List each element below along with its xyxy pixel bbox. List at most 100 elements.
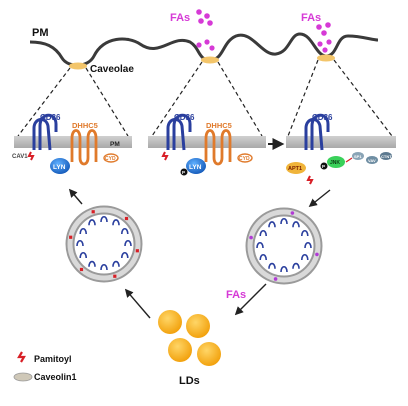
- vesicle-palmitoyl: [69, 235, 73, 239]
- vesicle-cd36: [292, 262, 300, 269]
- palmitoyl-mark-3: [306, 175, 314, 185]
- vesicle-cd36: [292, 221, 300, 228]
- cyd-label-1: CYD: [105, 156, 116, 162]
- jnk-kinase: [327, 156, 345, 168]
- vesicle-left-proteins: [69, 210, 139, 278]
- legend-palmitoyl-label: Pamitoyl: [34, 354, 72, 364]
- vesicle-cd36: [88, 260, 96, 267]
- vesicle-cd36: [88, 219, 96, 226]
- phospho-dot-3: [320, 162, 328, 170]
- vesicle-cd36: [76, 239, 84, 247]
- dhhc5-label-1: DHHC5: [72, 121, 98, 130]
- vesicle-cd36: [120, 227, 129, 235]
- panel-2: CD36 DHHC5 LYN P CYD: [148, 113, 266, 176]
- dhhc5-protein-2: [204, 129, 232, 166]
- vesicle-cd36: [268, 262, 276, 269]
- arrow-panel3-to-right-vesicle: [308, 189, 331, 208]
- caveolae-label: Caveolae: [90, 64, 134, 75]
- caveola-3: [317, 54, 335, 62]
- legend-caveolin-icon: [13, 372, 33, 382]
- vesicle-fa: [290, 211, 295, 215]
- sp1-label: SP1: [354, 154, 362, 159]
- vesicle-cd36: [259, 253, 268, 261]
- vesicle-left: [65, 205, 143, 283]
- caveola-1: [69, 62, 87, 70]
- apt1-enzyme: [286, 162, 306, 174]
- vesicle-cd36: [79, 251, 88, 259]
- vesicle-cd36: [280, 265, 288, 273]
- pm-inset-label: PM: [110, 141, 120, 148]
- vav-protein: [366, 156, 378, 164]
- vesicle-palmitoyl: [113, 274, 117, 278]
- dhhc5-protein-1: [70, 129, 98, 166]
- lyn-kinase-2: [186, 158, 206, 174]
- legend-palmitoyl-icon: [17, 351, 26, 363]
- ctnt-label: CTNT: [381, 154, 392, 159]
- vesicle-cd36: [304, 241, 312, 249]
- ctnt-protein: [380, 152, 392, 160]
- vesicle-cd36: [268, 221, 276, 228]
- lyn-label-1: LYN: [53, 164, 66, 171]
- cyd-2: [237, 153, 253, 163]
- vesicle-cd36: [259, 229, 268, 237]
- vesicle-cd36: [100, 215, 108, 223]
- lds-label: LDs: [179, 375, 200, 387]
- lyn-label-2: LYN: [189, 164, 202, 171]
- fatty-acid-dots-membrane: [196, 39, 332, 53]
- vesicle-cd36: [79, 227, 88, 235]
- zoom-lines: [17, 59, 393, 137]
- vesicle-cd36: [120, 251, 129, 259]
- vesicle-right-proteins: [249, 211, 319, 281]
- vesicle-fa: [315, 252, 319, 257]
- lyn-kinase-1: [50, 158, 70, 174]
- legend-caveolin-label: Caveolin1: [34, 372, 77, 382]
- fas-label-mid: FAs: [226, 289, 246, 301]
- vesicle-cd36: [112, 260, 120, 267]
- cyd-1: [103, 153, 119, 163]
- phospho-label-2: P: [182, 170, 185, 175]
- dhhc5-label-2: DHHC5: [206, 121, 232, 130]
- cd36-label-3: CD36: [312, 113, 333, 122]
- cyd-label-2: CYD: [239, 156, 250, 162]
- vesicle-fa: [249, 235, 253, 240]
- vav-label: VAV: [368, 158, 376, 163]
- phospho-label-3: P: [322, 164, 325, 169]
- fas-label-top-2: FAs: [301, 12, 321, 24]
- vesicle-cd36: [280, 217, 288, 225]
- vesicle-palmitoyl: [135, 249, 139, 253]
- vesicle-fa: [273, 277, 278, 281]
- cav1-label: CAV1: [12, 154, 28, 160]
- cd36-label-1: CD36: [40, 113, 61, 122]
- sp1-protein: [352, 152, 364, 160]
- arrow-lds-to-left-vesicle: [124, 288, 151, 319]
- jnk-label: JNK: [330, 160, 340, 166]
- phospho-dot-2: [180, 168, 188, 176]
- vesicle-cd36: [112, 219, 120, 226]
- arrow-right-vesicle-to-lds: [234, 283, 267, 316]
- legend: Pamitoyl Caveolin1: [13, 351, 77, 382]
- vesicle-cd36: [300, 253, 309, 261]
- vesicle-palmitoyl: [124, 216, 129, 221]
- arrow-left-vesicle-to-panel1: [68, 188, 83, 205]
- vesicle-palmitoyl: [91, 210, 95, 214]
- vesicle-cd36: [100, 263, 108, 271]
- vesicle-palmitoyl: [79, 267, 84, 272]
- lipid-droplets: [158, 310, 221, 366]
- vesicle-cd36: [124, 239, 132, 247]
- vesicle-right: [245, 207, 323, 285]
- vesicle-cd36: [256, 241, 264, 249]
- fas-label-top-1: FAs: [170, 12, 190, 24]
- apt1-label: APT1: [288, 166, 302, 172]
- palmitoyl-mark-1: [27, 151, 35, 161]
- fatty-acid-dots-top-1: [196, 9, 213, 26]
- panel-3: CD36 APT1 JNK P SP1 VAV CTNT: [286, 113, 396, 185]
- vesicle-cd36: [300, 229, 309, 237]
- fatty-acid-dots-top-2: [316, 22, 331, 36]
- cd36-label-2: CD36: [174, 113, 195, 122]
- plasma-membrane: [29, 32, 379, 70]
- panel-1: CD36 DHHC5 LYN CYD PM CAV1: [12, 113, 132, 174]
- palmitoyl-mark-2: [161, 151, 169, 161]
- caveola-2: [201, 56, 219, 64]
- pm-label: PM: [32, 27, 49, 39]
